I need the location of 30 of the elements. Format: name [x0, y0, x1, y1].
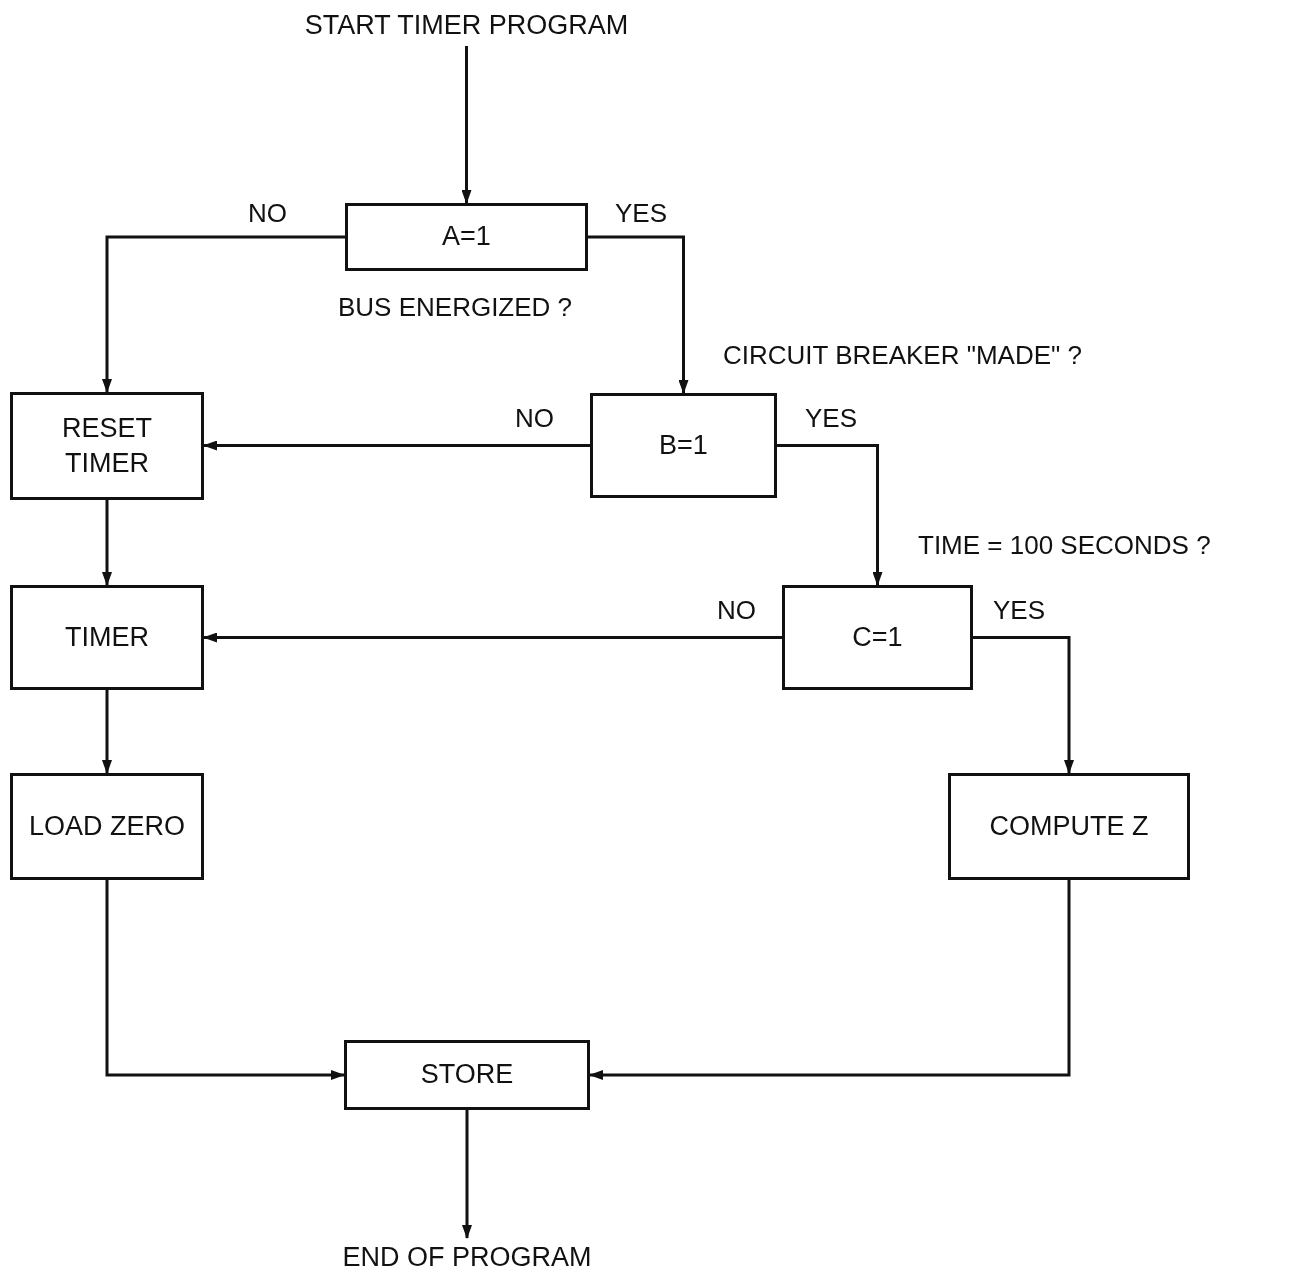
box-text: C=1: [851, 620, 904, 654]
arrow: [461, 46, 472, 204]
arrow: [588, 235, 689, 394]
process-box: [344, 1040, 590, 1110]
process-box: [10, 585, 204, 690]
decision-box: [590, 393, 777, 498]
box-text: COMPUTE Z: [988, 809, 1150, 843]
process-box: [948, 773, 1190, 880]
arrow: [203, 632, 782, 643]
arrow: [973, 636, 1074, 774]
process-box: [10, 773, 204, 880]
terminal-label: START TIMER PROGRAM: [296, 6, 637, 46]
box-text: STORE: [419, 1058, 515, 1092]
box-text: A=1: [441, 220, 492, 254]
terminal-label: END OF PROGRAM: [317, 1238, 617, 1278]
box-text: RESET TIMER: [61, 411, 153, 480]
arrow: [462, 1110, 472, 1239]
box-text: LOAD ZERO: [28, 809, 186, 843]
arrow: [589, 880, 1071, 1080]
box-text: B=1: [658, 428, 709, 462]
process-box: [10, 392, 204, 500]
box-text: TIMER: [64, 620, 150, 654]
arrow: [777, 444, 883, 586]
decision-box: [782, 585, 973, 690]
decision-box: [345, 203, 588, 271]
arrow: [102, 235, 345, 393]
arrow: [102, 500, 112, 586]
arrow: [102, 690, 112, 774]
arrow: [203, 440, 590, 451]
arrow: [105, 880, 345, 1080]
